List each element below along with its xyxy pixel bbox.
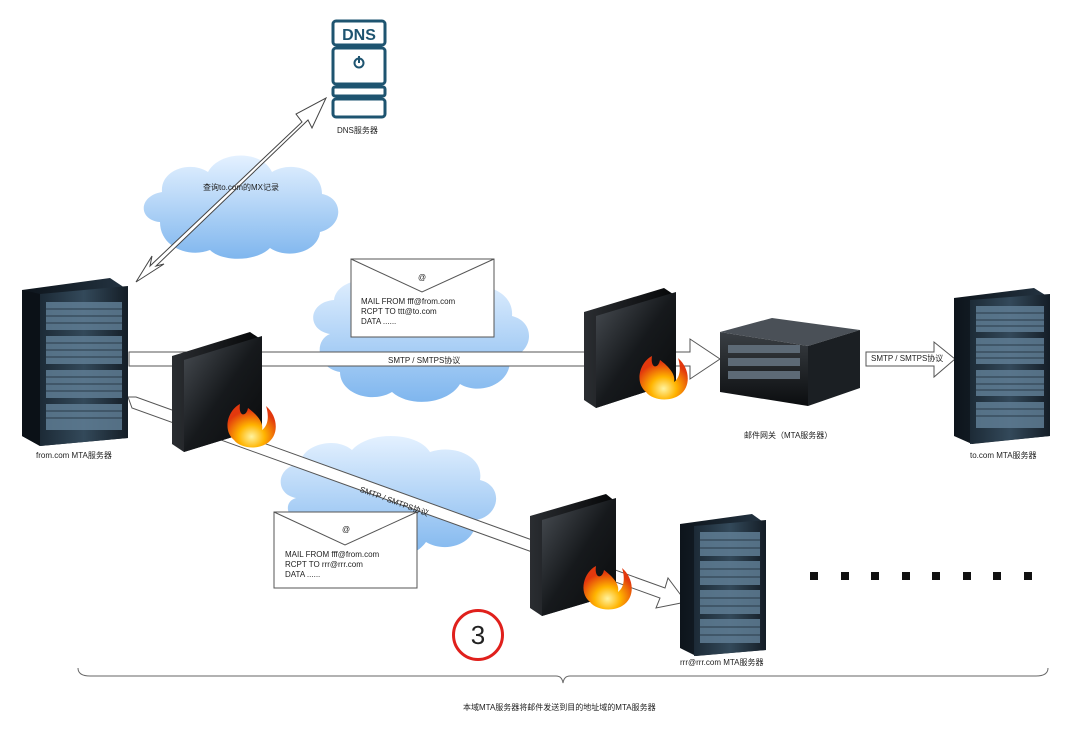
ellipsis-dot: [810, 572, 818, 580]
gateway-to-arrow: [865, 340, 956, 379]
dns-query-arrow: [135, 96, 328, 283]
ellipsis-dot: [932, 572, 940, 580]
envelope-lower-line-1: MAIL FROM fff@from.com: [285, 550, 380, 559]
envelope-lower-symbol: @: [342, 525, 351, 534]
ellipsis-dot: [841, 572, 849, 580]
firewall-left: [172, 332, 276, 452]
main-protocol-label: SMTP / SMTPS协议: [388, 356, 461, 365]
ellipsis-dot: [1024, 572, 1032, 580]
rrr-server-label: rrr@rrr.com MTA服务器: [680, 658, 764, 667]
envelope-upper-line-3: DATA ......: [361, 317, 397, 326]
ellipsis-dot: [902, 572, 910, 580]
envelope-upper-line-2: RCPT TO ttt@to.com: [361, 307, 437, 316]
to-server-rack: [954, 288, 1050, 444]
envelope-upper: [350, 258, 495, 338]
cloud-upper-left: [143, 155, 339, 259]
envelope-upper-line-1: MAIL FROM fff@from.com: [361, 297, 456, 306]
dns-server-icon: [331, 19, 387, 119]
mx-query-label: 查询to.com的MX记录: [203, 183, 280, 192]
envelope-lower-line-2: RCPT TO rrr@rrr.com: [285, 560, 363, 569]
rrr-server-rack: [680, 514, 766, 656]
envelope-lower: [273, 511, 418, 589]
dns-icon-text: DNS: [342, 27, 376, 44]
ellipsis-dot: [871, 572, 879, 580]
bracket-caption: 本域MTA服务器将邮件发送到目的地址域的MTA服务器: [463, 703, 656, 712]
ellipsis-dot: [963, 572, 971, 580]
ellipsis-dot: [993, 572, 1001, 580]
step-number-badge: 3: [452, 609, 504, 661]
firewall-right: [584, 288, 688, 408]
from-server-rack: [22, 278, 128, 446]
to-server-label: to.com MTA服务器: [970, 451, 1037, 460]
from-server-label: from.com MTA服务器: [36, 451, 112, 460]
dns-server-label: DNS服务器: [337, 126, 378, 135]
bottom-bracket: [77, 667, 1049, 684]
mail-gateway-device: [720, 318, 860, 406]
envelope-lower-line-3: DATA ......: [285, 570, 321, 579]
gateway-label: 邮件网关（MTA服务器）: [744, 431, 833, 440]
gateway-protocol-label: SMTP / SMTPS协议: [871, 354, 944, 363]
firewall-lower: [530, 494, 632, 616]
envelope-upper-symbol: @: [418, 273, 427, 282]
